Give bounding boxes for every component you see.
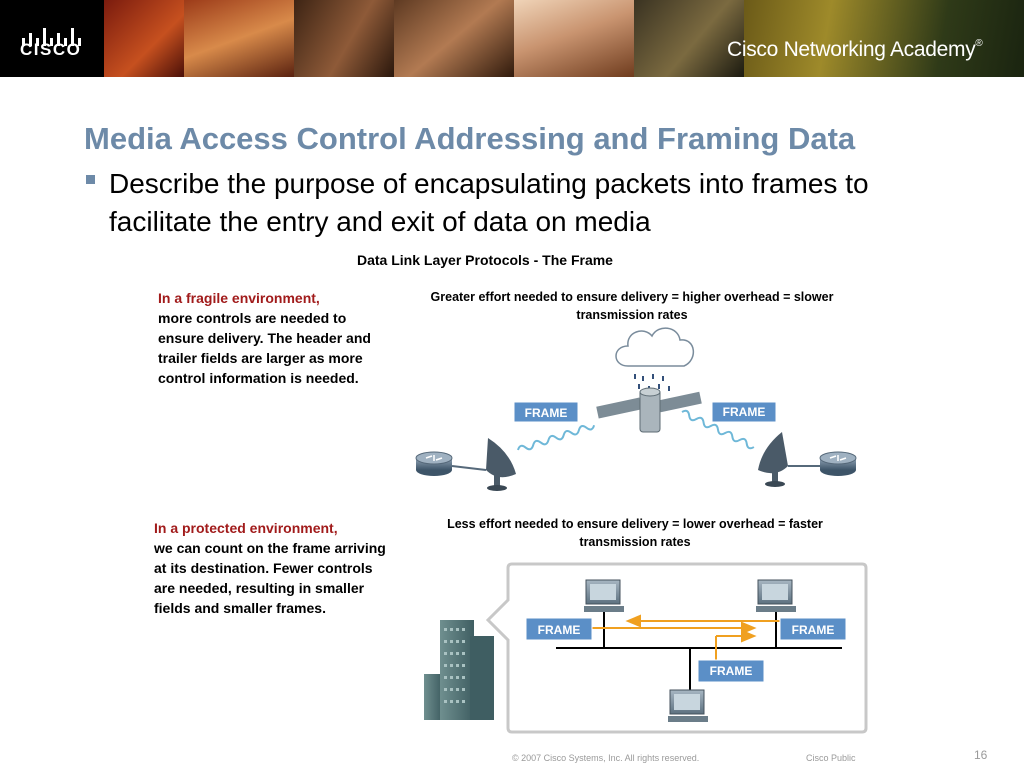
classification-label: Cisco Public <box>806 753 856 763</box>
cloud-icon <box>615 327 694 367</box>
banner-photo <box>294 0 394 77</box>
slide-title: Media Access Control Addressing and Fram… <box>84 121 856 156</box>
fragile-caption: Greater effort needed to ensure delivery… <box>430 290 834 322</box>
frame-label-protected-left: FRAME <box>525 617 593 641</box>
router-right-icon <box>819 451 857 476</box>
dish-antenna-right-icon <box>758 432 788 487</box>
page-number: 16 <box>974 748 988 762</box>
pc-bottom-icon <box>668 689 708 722</box>
cisco-logo-text: CISCO <box>20 40 82 59</box>
academy-brand: Cisco <box>727 38 779 61</box>
header-banner: CISCO Cisco Networking Academy® <box>0 0 1024 77</box>
frame-label-protected-right: FRAME <box>779 617 847 641</box>
fragile-body: more controls are needed to ensure deliv… <box>158 310 371 386</box>
wireless-waves-right <box>681 409 755 450</box>
copyright-notice: © 2007 Cisco Systems, Inc. All rights re… <box>512 753 700 763</box>
protected-description: In a protected environment, we can count… <box>154 518 394 618</box>
cisco-bridge-icon <box>22 28 81 46</box>
frame-text: FRAME <box>792 623 835 637</box>
registered-mark: ® <box>975 38 983 49</box>
pc-top-right-icon <box>756 579 796 612</box>
banner-photo <box>394 0 514 77</box>
building-icon <box>424 620 494 720</box>
frame-label-fragile-right: FRAME <box>711 401 777 423</box>
banner-photo <box>514 0 634 77</box>
data-flow-arrows <box>580 614 780 662</box>
frame-label-protected-bottom: FRAME <box>697 659 765 683</box>
dish-antenna-left-icon <box>486 438 516 491</box>
frame-text: FRAME <box>723 405 766 419</box>
frame-label-fragile-left: FRAME <box>513 401 579 423</box>
frame-text: FRAME <box>710 664 753 678</box>
router-left-icon <box>415 451 453 476</box>
banner-photo <box>744 0 1024 77</box>
banner-photo <box>104 0 184 77</box>
bullet-text: Describe the purpose of encapsulating pa… <box>109 168 869 237</box>
wireless-waves-left <box>517 424 596 451</box>
fragile-heading: In a fragile environment, <box>158 290 320 306</box>
protected-body: we can count on the frame arriving at it… <box>154 540 386 616</box>
link-line <box>451 465 487 471</box>
banner-photo <box>634 0 744 77</box>
protected-caption: Less effort needed to ensure delivery = … <box>447 517 823 549</box>
pc-top-left-icon <box>584 579 624 612</box>
banner-photo <box>184 0 294 77</box>
protected-heading: In a protected environment, <box>154 520 338 536</box>
frame-text: FRAME <box>538 623 581 637</box>
academy-wordmark: Cisco Networking Academy® <box>727 38 983 62</box>
fragile-description: In a fragile environment, more controls … <box>158 288 388 388</box>
satellite-icon <box>596 387 702 433</box>
bullet-square-icon <box>86 175 95 184</box>
frame-text: FRAME <box>525 406 568 420</box>
academy-name: Networking Academy <box>783 38 976 61</box>
diagram-title: Data Link Layer Protocols - The Frame <box>357 252 613 268</box>
